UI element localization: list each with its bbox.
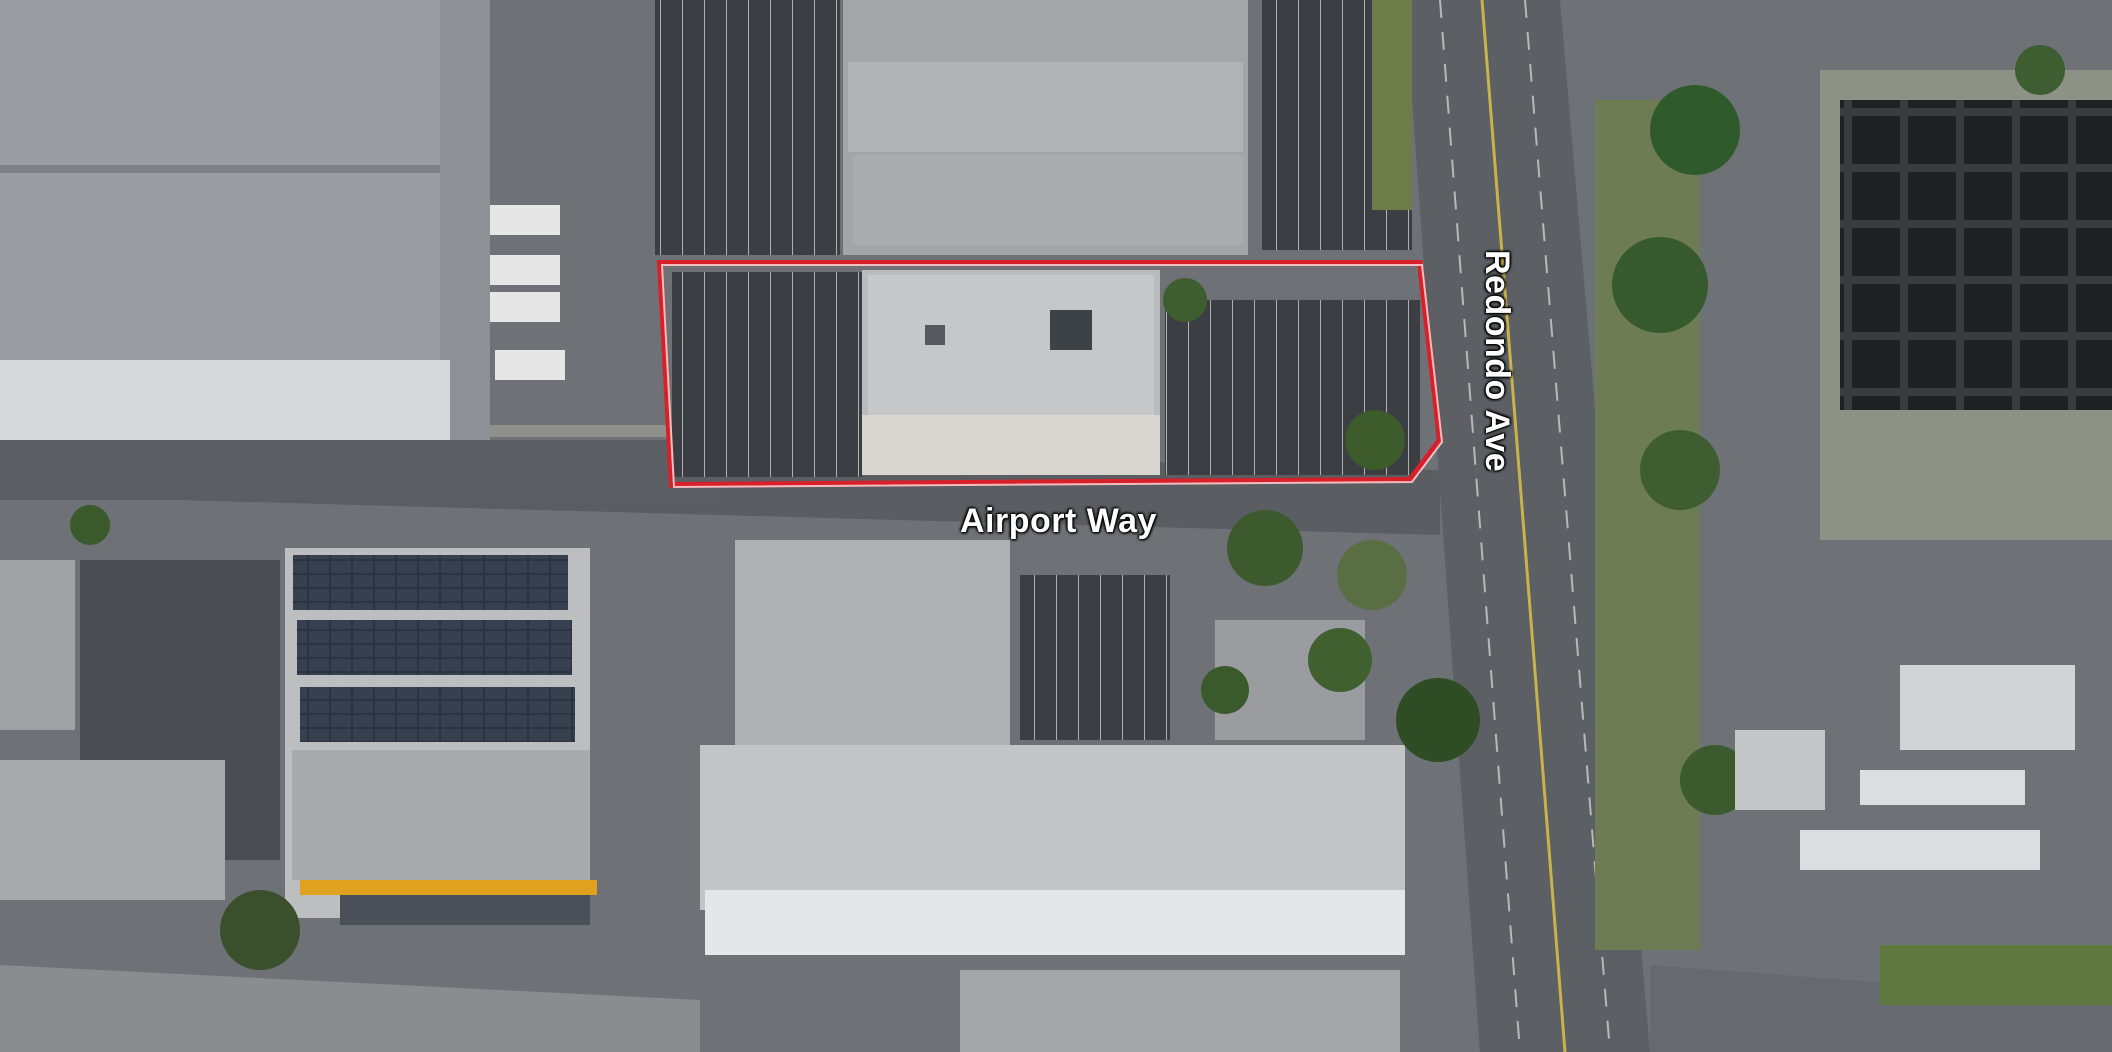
property-boundary-inner bbox=[660, 264, 1444, 489]
parcel-parking bbox=[672, 272, 862, 477]
building-roof bbox=[292, 750, 590, 880]
roof-unit bbox=[1050, 310, 1092, 350]
solar-panels bbox=[297, 620, 572, 675]
bottom-right-road bbox=[1650, 965, 2112, 1052]
parking-lot bbox=[655, 0, 840, 255]
truck bbox=[490, 255, 560, 285]
property-boundary bbox=[656, 260, 1444, 489]
building-roof bbox=[853, 155, 1243, 245]
truck bbox=[490, 205, 560, 235]
grass-strip bbox=[1372, 0, 1412, 210]
tree bbox=[1650, 85, 1740, 175]
equipment-row bbox=[1800, 830, 2040, 870]
truck bbox=[490, 292, 560, 322]
building-wall bbox=[340, 895, 590, 925]
redondo-ave-road bbox=[1405, 0, 1650, 1052]
tree bbox=[1308, 628, 1372, 692]
tree bbox=[2015, 45, 2065, 95]
tree bbox=[70, 505, 110, 545]
redondo-lane bbox=[1439, 0, 1521, 1052]
building bbox=[700, 745, 1405, 910]
tree bbox=[1680, 745, 1750, 815]
building-roof-band bbox=[0, 165, 440, 173]
tree bbox=[1227, 510, 1303, 586]
building bbox=[735, 540, 1010, 745]
building bbox=[0, 760, 225, 900]
tree bbox=[1640, 430, 1720, 510]
solar-panels bbox=[293, 555, 568, 610]
building-roof bbox=[0, 0, 440, 395]
subject-building-roof bbox=[868, 275, 1154, 415]
building-wall bbox=[705, 890, 1405, 955]
truck bbox=[495, 350, 565, 380]
landscape-strip bbox=[1595, 100, 1700, 950]
building bbox=[960, 970, 1400, 1052]
roof-unit bbox=[925, 325, 945, 345]
airport-way-road-west bbox=[0, 440, 720, 500]
grass bbox=[1880, 945, 2112, 1005]
redondo-centerline bbox=[1480, 0, 1567, 1052]
freeway bbox=[0, 965, 700, 1052]
building bbox=[1900, 665, 2075, 750]
equipment-row bbox=[1860, 770, 2025, 805]
tree bbox=[220, 890, 300, 970]
solar-panels bbox=[300, 687, 575, 742]
tree bbox=[1163, 278, 1207, 322]
tree bbox=[1345, 410, 1405, 470]
building bbox=[1735, 730, 1825, 810]
street-label-airport-way: Airport Way bbox=[960, 502, 1157, 540]
tree bbox=[1337, 540, 1407, 610]
tree bbox=[1612, 237, 1708, 333]
treatment-basins bbox=[1840, 100, 2112, 410]
building-wall bbox=[0, 360, 450, 440]
awning bbox=[300, 880, 597, 895]
parking-lot bbox=[1020, 575, 1170, 740]
building bbox=[0, 560, 75, 730]
tree bbox=[1396, 678, 1480, 762]
building-roof bbox=[848, 62, 1243, 152]
subject-building-wall bbox=[862, 415, 1160, 475]
street-label-redondo-ave: Redondo Ave bbox=[1478, 250, 1516, 473]
tree bbox=[1201, 666, 1249, 714]
